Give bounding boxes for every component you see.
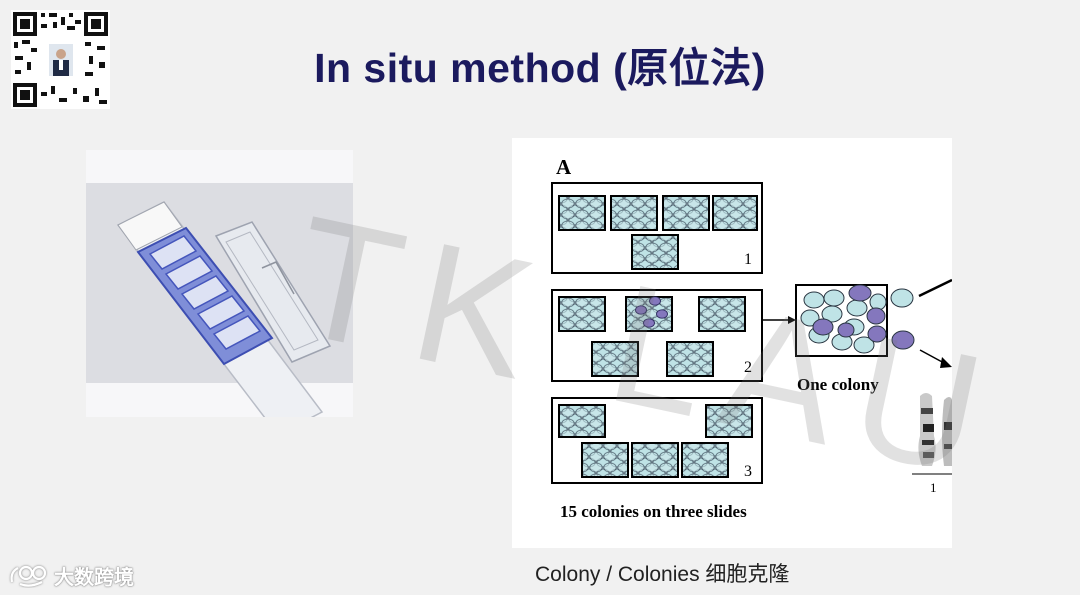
chromosome-image: 1 [912,393,952,495]
colony-diagram: A 1 [512,138,953,548]
brand-logo-icon [10,565,47,587]
footer-logo: 大数跨境 [8,560,134,590]
slide-caption: Colony / Colonies 细胞克隆 [535,563,790,586]
slide-1: 1 [551,182,763,274]
colony-label: One colony [797,375,879,394]
slide-number-2: 2 [744,359,752,376]
arrow-down-right-icon [919,349,952,368]
slides-summary-label: 15 colonies on three slides [560,502,747,521]
arrow-up-right-icon [918,278,953,298]
slide-number-3: 3 [744,463,752,480]
panel-label: A [556,155,572,179]
qr-code-image [11,10,110,109]
slide-3: 3 [551,397,763,484]
colony-enlarged: One colony [795,284,888,394]
chamber-slide-photo [86,150,353,417]
chromosome-number: 1 [930,480,937,495]
slide-2: 2 [551,289,763,382]
slide-title: In situ method (原位法) [314,45,766,91]
slide-number-1: 1 [744,251,752,268]
arrow-right-icon [762,316,796,324]
footer-brand: 大数跨境 [54,564,134,589]
